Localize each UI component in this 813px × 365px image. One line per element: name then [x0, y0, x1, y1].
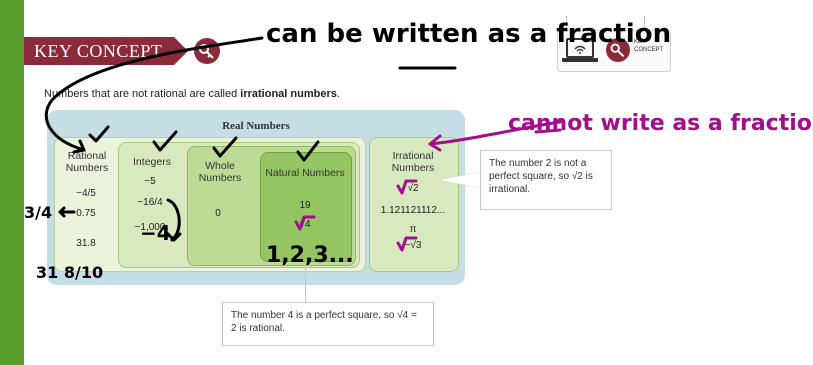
irrational-value: −√3	[404, 240, 422, 251]
irrational-label: Irrational Numbers	[391, 150, 435, 174]
note-minus-four: −4	[140, 221, 171, 245]
note-fraction: can be written as a fraction	[266, 19, 671, 49]
whole-label: Whole Numbers	[198, 160, 242, 184]
intro-sentence: Numbers that are not rational are called…	[44, 88, 340, 100]
checkmark	[152, 130, 178, 152]
natural-numbers-set	[260, 152, 352, 262]
side-green-bar	[0, 0, 24, 365]
purple-ink-strokes	[294, 120, 562, 252]
irrational-value: √2	[407, 183, 419, 194]
sqrt-mark	[396, 179, 418, 195]
real-numbers-title: Real Numbers	[222, 120, 290, 132]
irrational-value: π	[409, 224, 417, 235]
key-concept-banner: KEY CONCEPT	[24, 37, 174, 65]
callout-pointer	[305, 260, 306, 302]
widget-label: KEY CONCEPT	[634, 39, 664, 53]
rational-label: Rational Numbers	[65, 150, 109, 174]
note-31-8-10: 31 8/10	[36, 263, 103, 282]
note-three-quarters: 3/4	[24, 203, 52, 222]
irrational-value: 1.121121112...	[380, 205, 446, 216]
widget-divider	[644, 16, 645, 30]
callout-sqrt2: The number 2 is not a perfect square, so…	[480, 150, 612, 210]
natural-value: 19	[299, 200, 311, 211]
key-icon	[606, 38, 630, 62]
irrational-numbers-set	[369, 137, 459, 272]
laptop-base	[562, 58, 598, 62]
black-ink-strokes	[44, 36, 457, 242]
rational-value: 0.75	[76, 208, 96, 219]
sqrt-mark	[396, 236, 418, 252]
checkmark	[88, 125, 110, 143]
laptop-icon	[566, 38, 594, 58]
rational-value: 31.8	[76, 238, 96, 249]
natural-label: Natural Numbers	[265, 167, 345, 179]
integer-value: −5	[144, 176, 156, 187]
whole-value: 0	[215, 208, 221, 219]
widget-divider	[566, 16, 567, 30]
rational-value: −4/5	[76, 188, 96, 199]
integer-value: −16/4	[137, 197, 163, 208]
natural-value: √4	[299, 219, 311, 230]
note-natural-list: 1,2,3...	[266, 243, 354, 268]
integers-label: Integers	[133, 156, 171, 168]
checkmark	[296, 140, 320, 162]
sqrt-mark	[294, 215, 316, 231]
note-not-fraction: cannot write as a fraction;	[508, 111, 813, 136]
checkmark	[212, 136, 238, 158]
callout-pointer	[440, 172, 480, 188]
integer-value: −1,000	[134, 222, 166, 233]
callout-sqrt4: The number 4 is a perfect square, so √4 …	[222, 302, 434, 346]
